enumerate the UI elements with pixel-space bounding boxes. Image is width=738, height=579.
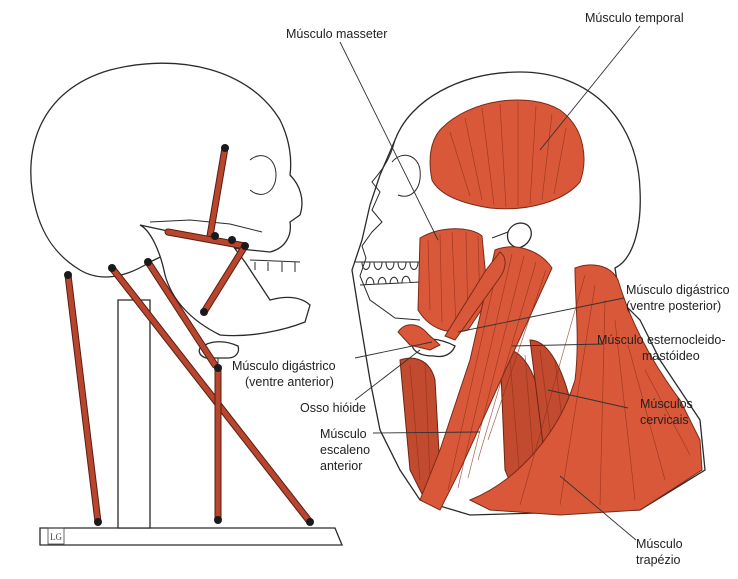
left-teeth [250,260,300,272]
label-hyoid: Osso hióide [300,401,366,415]
masseter-muscle [418,229,488,332]
band-scalene [68,275,98,522]
label-trapezius-2: trapézio [636,553,681,567]
pin [200,308,208,316]
pin [211,232,219,240]
pin [241,242,249,250]
label-digastric-anterior-1: Músculo digástrico [232,359,336,373]
left-skull-model [31,63,342,545]
pin [64,271,72,279]
label-trapezius-1: Músculo [636,537,683,551]
pin [214,364,222,372]
pin [306,518,314,526]
label-scalene-1: Músculo [320,427,367,441]
model-spine-post [118,300,150,528]
pin [221,144,229,152]
pin [228,236,236,244]
label-scalene-3: anterior [320,459,362,473]
label-digastric-posterior-2: (ventre posterior) [626,299,721,313]
label-digastric-posterior-1: Músculo digástrico [626,283,730,297]
label-sternocleido-1: Músculo esternocleido- [597,333,726,347]
label-digastric-anterior-2: (ventre anterior) [245,375,334,389]
label-sternocleido-2: mastóideo [642,349,700,363]
label-cervical-1: Músculos [640,397,693,411]
model-stand-base [40,528,342,545]
pin [144,258,152,266]
signature-text: LG [50,532,62,542]
pin [94,518,102,526]
label-masseter: Músculo masseter [286,27,387,41]
label-cervical-2: cervicais [640,413,689,427]
pin [214,516,222,524]
label-scalene-2: escaleno [320,443,370,457]
label-temporal: Músculo temporal [585,11,684,25]
pin [108,264,116,272]
